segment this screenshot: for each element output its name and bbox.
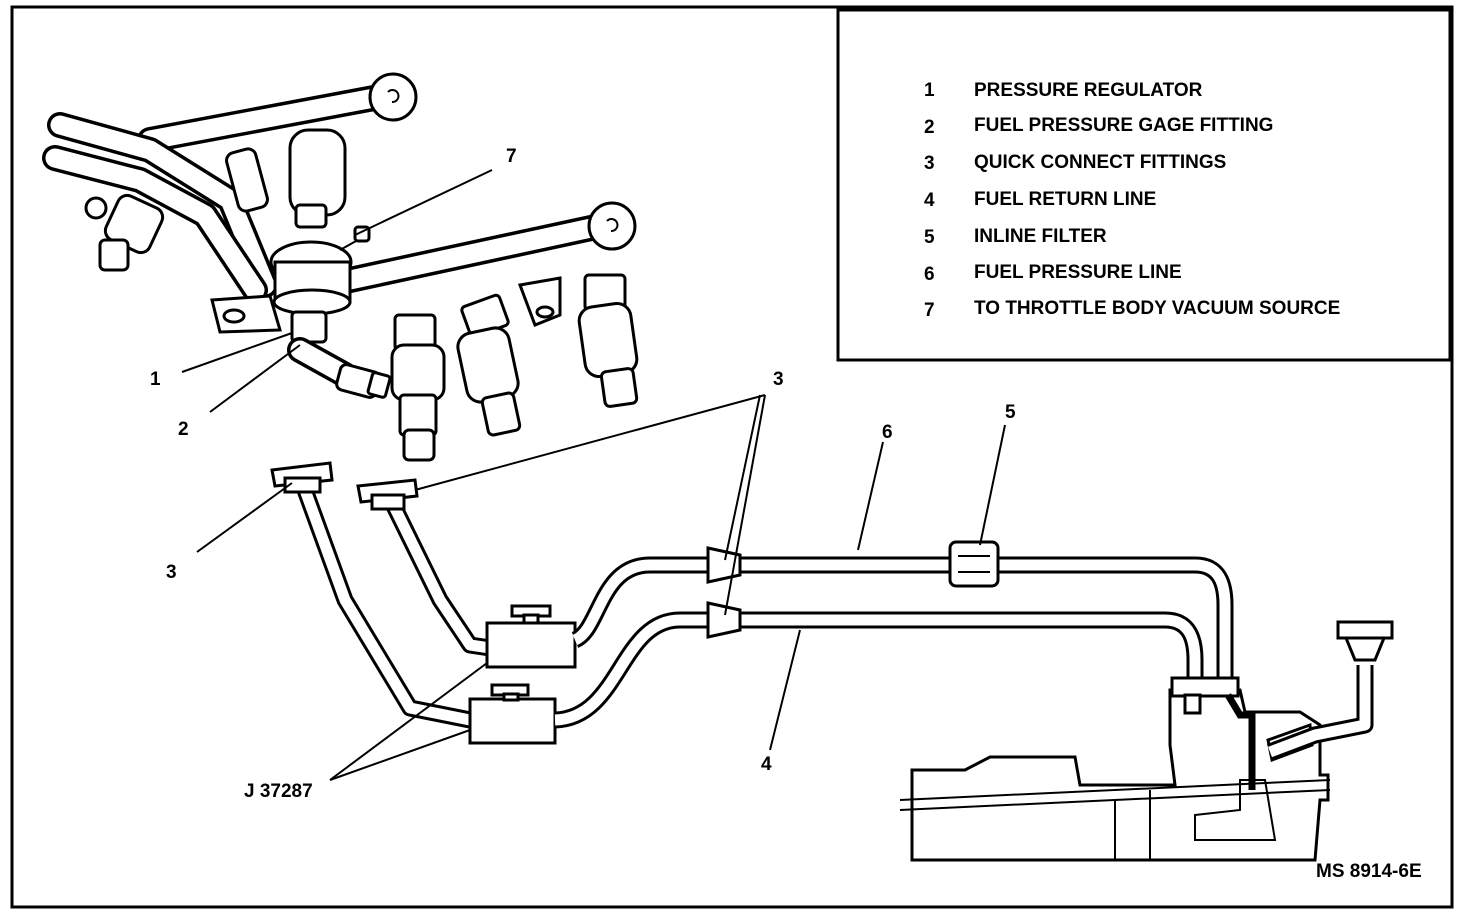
injector-rear-2 (288, 128, 347, 229)
gage-valve-upper (485, 604, 577, 669)
legend-num-3: 3 (924, 153, 935, 174)
legend-num-4: 4 (924, 190, 935, 211)
diagram-border (10, 5, 1454, 909)
injector-front-3 (577, 273, 639, 408)
injector-rear-3 (84, 193, 165, 272)
callout-5: 5 (1005, 402, 1016, 423)
injector-rear-1 (225, 147, 269, 213)
gage-adapter-hoses (270, 461, 577, 745)
legend-label-6: FUEL PRESSURE LINE (974, 262, 1182, 283)
legend-label-7: TO THROTTLE BODY VACUUM SOURCE (974, 298, 1340, 319)
legend-box: 1 PRESSURE REGULATOR 2 FUEL PRESSURE GAG… (836, 8, 1452, 362)
fuel-lines (554, 540, 1234, 729)
legend-label-1: PRESSURE REGULATOR (974, 80, 1203, 101)
callout-7: 7 (506, 146, 517, 167)
legend-label-2: FUEL PRESSURE GAGE FITTING (974, 115, 1273, 136)
callout-6: 6 (882, 422, 893, 443)
legend-label-5: INLINE FILTER (974, 226, 1107, 247)
figure-id: MS 8914-6E (1316, 861, 1422, 882)
injector-front-2 (456, 293, 522, 437)
fuel-tank (899, 620, 1394, 862)
legend-num-2: 2 (924, 117, 935, 138)
legend-label-3: QUICK CONNECT FITTINGS (974, 152, 1226, 173)
leader-lines (181, 169, 1006, 781)
injector-front-1 (390, 313, 446, 462)
callout-2: 2 (178, 419, 189, 440)
gage-fitting (287, 337, 392, 399)
legend-num-7: 7 (924, 300, 935, 321)
callout-1: 1 (150, 369, 161, 390)
legend-label-4: FUEL RETURN LINE (974, 189, 1156, 210)
pressure-regulator (210, 240, 353, 344)
legend-num-6: 6 (924, 264, 935, 285)
legend-num-5: 5 (924, 227, 935, 248)
callout-3-left: 3 (166, 562, 177, 583)
fuel-rail-assembly (42, 72, 639, 462)
callout-3-upper: 3 (773, 369, 784, 390)
legend-num-1: 1 (924, 80, 935, 101)
callout-4: 4 (761, 754, 772, 775)
tool-callout: J 37287 (244, 781, 313, 802)
gage-valve-lower (468, 683, 557, 745)
inline-filter (948, 540, 1000, 588)
